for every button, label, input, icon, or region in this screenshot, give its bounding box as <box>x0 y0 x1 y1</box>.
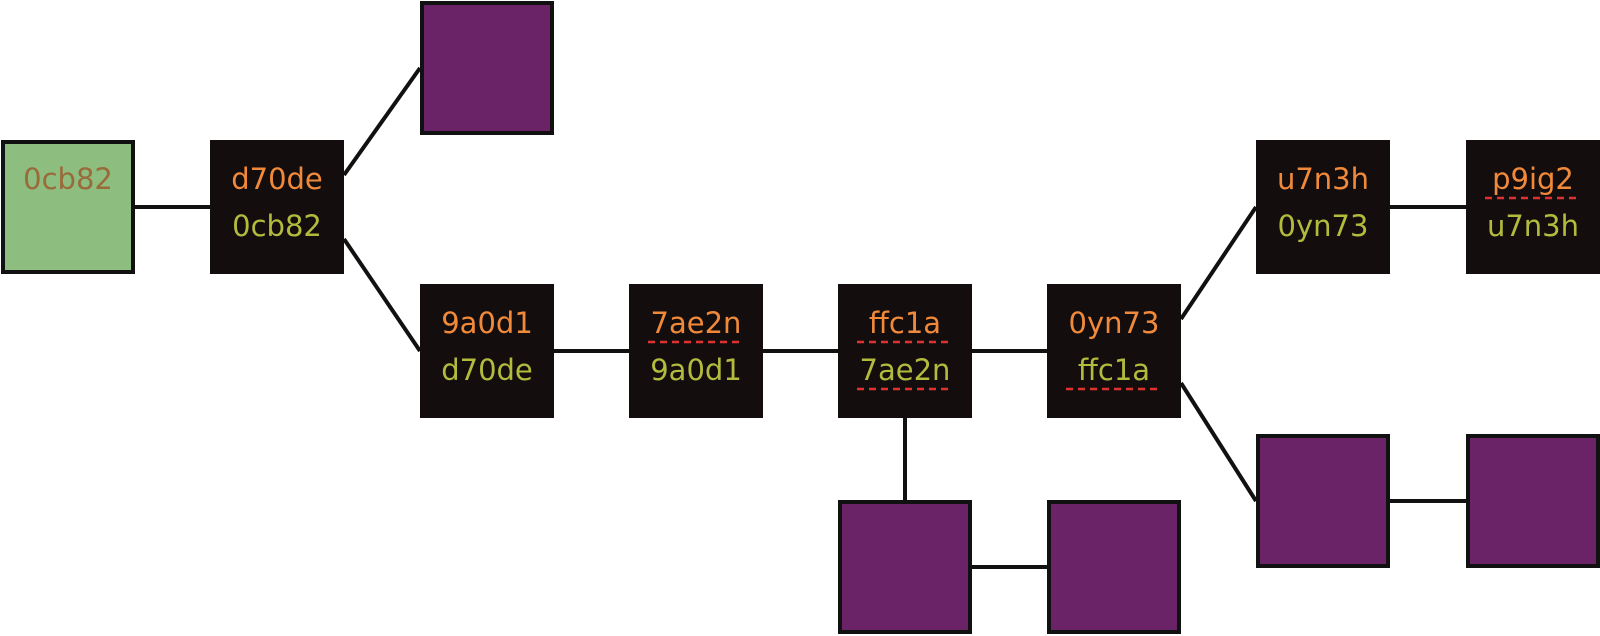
node-n-0yn73[interactable]: 0yn73 ffc1a <box>1047 284 1181 418</box>
node-box <box>838 500 972 634</box>
node-p-bottom-2[interactable] <box>1047 500 1181 634</box>
node-p-right-2[interactable] <box>1466 434 1600 568</box>
node-box <box>1256 434 1390 568</box>
node-label-bottom: 0yn73 <box>1278 209 1369 243</box>
node-label-bottom: u7n3h <box>1487 209 1579 243</box>
node-box <box>1047 500 1181 634</box>
edge-n-0yn73-to-n-u7n3h <box>1179 205 1258 321</box>
node-box <box>1256 140 1390 274</box>
node-box <box>838 284 972 418</box>
node-n-7ae2n[interactable]: 7ae2n 9a0d1 <box>629 284 763 418</box>
node-label-top: 9a0d1 <box>441 306 533 340</box>
node-label-top: 0yn73 <box>1069 306 1160 340</box>
node-n-d70de[interactable]: d70de 0cb82 <box>210 140 344 274</box>
node-label: 0cb82 <box>23 162 113 196</box>
node-label-bottom: 0cb82 <box>232 209 322 243</box>
node-n-9a0d1[interactable]: 9a0d1 d70de <box>420 284 554 418</box>
node-box <box>1466 434 1600 568</box>
node-label-bottom: 9a0d1 <box>650 353 742 387</box>
edge-n-0yn73-to-p-right-1 <box>1179 381 1258 503</box>
node-label-top: u7n3h <box>1277 162 1369 196</box>
node-root[interactable]: 0cb82 <box>1 140 135 274</box>
node-p-top[interactable] <box>420 1 554 135</box>
node-label-bottom: ffc1a <box>1078 353 1150 387</box>
node-n-p9ig2[interactable]: p9ig2 u7n3h <box>1466 140 1600 274</box>
edges-layer <box>135 66 1466 569</box>
node-box <box>210 140 344 274</box>
node-p-right-1[interactable] <box>1256 434 1390 568</box>
node-n-u7n3h[interactable]: u7n3h 0yn73 <box>1256 140 1390 274</box>
node-n-ffc1a[interactable]: ffc1a 7ae2n <box>838 284 972 418</box>
node-label-top: p9ig2 <box>1492 162 1574 196</box>
node-box <box>1 140 135 274</box>
edge-n-d70de-to-p-top <box>342 66 422 177</box>
node-label-bottom: d70de <box>441 353 533 387</box>
node-label-top: 7ae2n <box>651 306 742 340</box>
node-box <box>629 284 763 418</box>
edge-n-d70de-to-n-9a0d1 <box>342 237 422 353</box>
node-label-bottom: 7ae2n <box>860 353 951 387</box>
node-label-top: ffc1a <box>869 306 941 340</box>
node-box <box>420 284 554 418</box>
node-box <box>1466 140 1600 274</box>
node-box <box>420 1 554 135</box>
node-box <box>1047 284 1181 418</box>
node-label-top: d70de <box>231 162 323 196</box>
node-p-bottom-1[interactable] <box>838 500 972 634</box>
